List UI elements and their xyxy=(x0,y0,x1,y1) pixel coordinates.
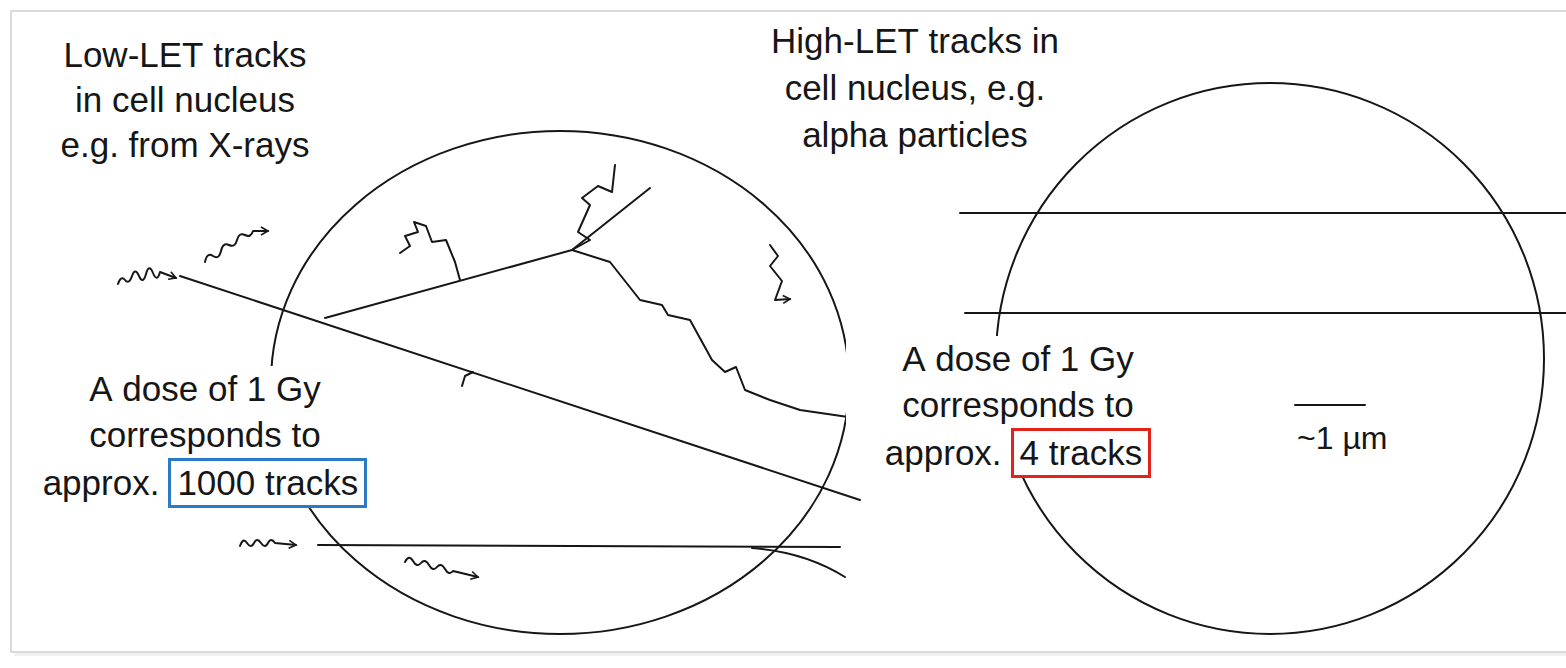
frame xyxy=(11,11,1566,652)
dose-block: A dose of 1 Gy corresponds to approx.100… xyxy=(33,366,378,508)
cell-nucleus: High-LET tracks in cell nucleus, e.g. al… xyxy=(995,82,1545,635)
nucleus-heading: Low-LET tracks in cell nucleus e.g. from… xyxy=(55,32,315,167)
alpha-track xyxy=(960,212,1566,214)
delta-ray xyxy=(462,372,473,386)
heading-block: High-LET tracks in cell nucleus, e.g. al… xyxy=(770,17,1061,158)
electron-track xyxy=(752,548,845,577)
electron-track xyxy=(325,188,650,318)
delta-ray xyxy=(572,250,855,418)
photon-wave xyxy=(240,540,296,546)
cell-nucleus: Low-LET tracks in cell nucleus e.g. from… xyxy=(270,130,850,635)
delta-ray xyxy=(572,165,615,250)
photon-wave xyxy=(405,558,478,577)
nucleus-heading: High-LET tracks in cell nucleus, e.g. al… xyxy=(770,17,1061,158)
electron-track xyxy=(318,545,840,547)
track-count-box: 4 tracks xyxy=(1011,428,1152,478)
photon-wave xyxy=(118,268,176,284)
delta-ray xyxy=(770,245,790,300)
delta-ray xyxy=(400,222,460,280)
dose-block: A dose of 1 Gy corresponds to approx.4 t… xyxy=(846,336,1191,478)
photon-wave xyxy=(205,231,268,262)
scale-bar xyxy=(1295,404,1365,406)
alpha-track xyxy=(965,312,1566,314)
heading-block: Low-LET tracks in cell nucleus e.g. from… xyxy=(55,32,315,167)
scale-label: ~1 µm xyxy=(1297,420,1387,457)
track-count-box: 1000 tracks xyxy=(168,458,367,508)
label-holder: ~1 µm xyxy=(1297,420,1387,457)
track-count: 1000 tracks xyxy=(177,463,358,502)
track-count: 4 tracks xyxy=(1020,433,1143,472)
